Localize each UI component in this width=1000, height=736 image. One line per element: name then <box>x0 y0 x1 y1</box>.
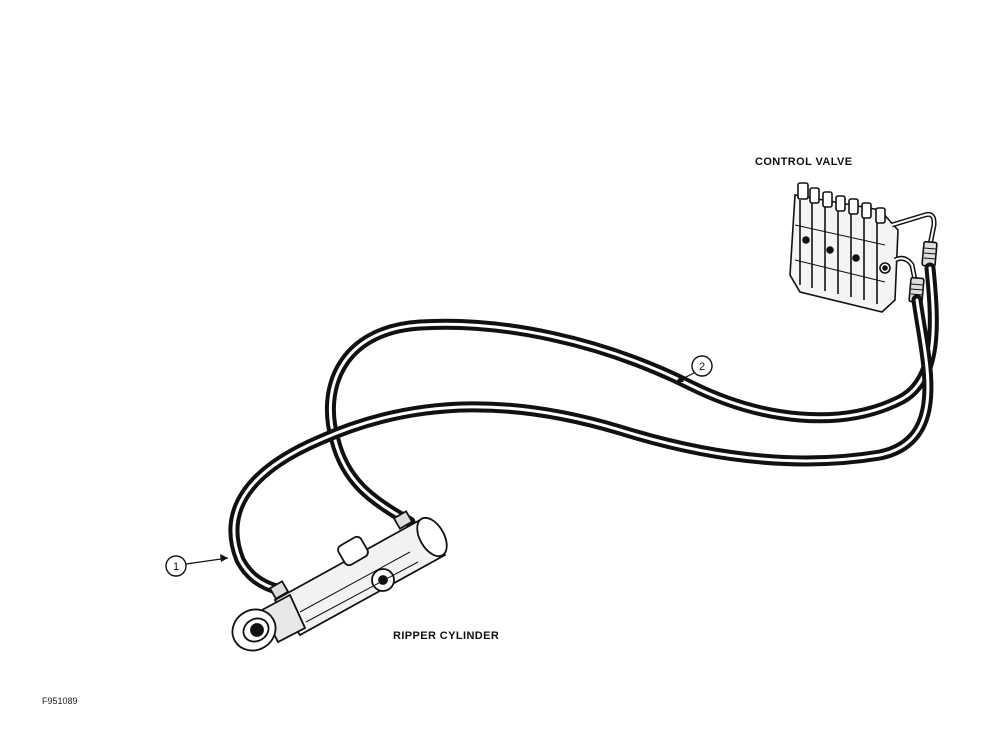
callout-1-number: 1 <box>173 561 179 573</box>
ripper-cylinder <box>231 510 448 652</box>
control-valve-label: CONTROL VALVE <box>755 156 852 168</box>
callout-2-number: 2 <box>699 361 705 373</box>
callout-1: 1 <box>165 554 229 577</box>
ripper-cylinder-label: RIPPER CYLINDER <box>393 630 499 642</box>
figure-id: F951089 <box>42 696 78 706</box>
callout-2: 2 <box>675 355 713 383</box>
hydraulic-hose-b <box>228 294 934 596</box>
hydraulic-hose-a <box>324 262 939 528</box>
control-valve <box>789 182 938 313</box>
